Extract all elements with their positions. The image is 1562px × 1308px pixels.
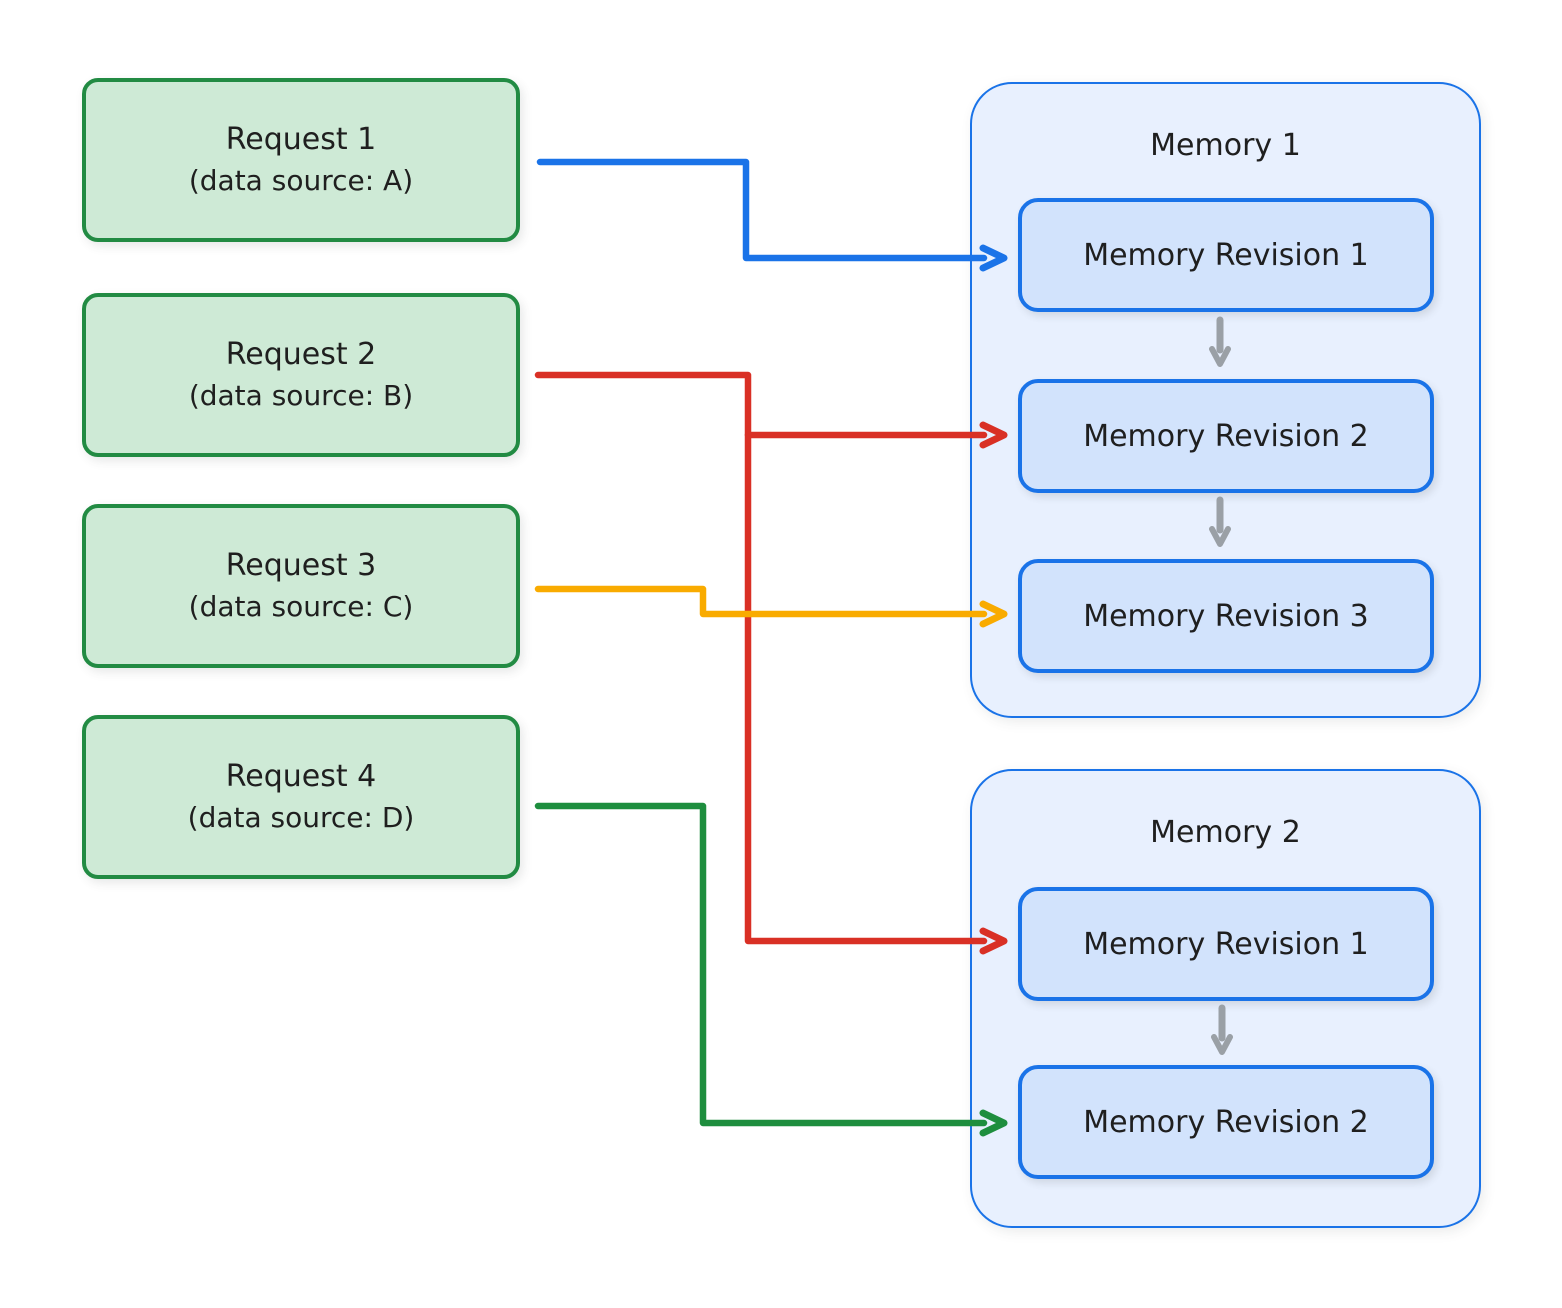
request-2-subtitle: (data source: B) <box>188 379 414 413</box>
request-2-title: Request 2 <box>225 337 377 373</box>
request-3-title: Request 3 <box>225 548 377 584</box>
memory-1-title: Memory 1 <box>1150 128 1301 163</box>
request-3-box: Request 3 (data source: C) <box>82 504 520 668</box>
request-1-subtitle: (data source: A) <box>188 164 414 198</box>
connector-request1-to-memory1-rev1 <box>536 158 1008 272</box>
memory-2-revision-2: Memory Revision 2 <box>1018 1065 1434 1179</box>
memory-2-title: Memory 2 <box>1150 815 1301 850</box>
request-3-subtitle: (data source: C) <box>188 590 414 624</box>
connector-request2-to-memory2-rev1 <box>534 371 1008 955</box>
connector-request3-to-memory1-rev3 <box>534 585 1008 628</box>
request-4-subtitle: (data source: D) <box>187 801 415 835</box>
connector-request4-to-memory2-rev2 <box>534 802 1008 1137</box>
request-1-box: Request 1 (data source: A) <box>82 78 520 242</box>
memory-2-container: Memory 2 Memory Revision 1 Memory Revisi… <box>970 769 1481 1228</box>
memory-2-revision-1: Memory Revision 1 <box>1018 887 1434 1001</box>
memory-1-revision-2: Memory Revision 2 <box>1018 379 1434 493</box>
request-1-title: Request 1 <box>225 122 377 158</box>
memory-1-revision-3: Memory Revision 3 <box>1018 559 1434 673</box>
memory-1-container: Memory 1 Memory Revision 1 Memory Revisi… <box>970 82 1481 718</box>
memory-1-revision-1: Memory Revision 1 <box>1018 198 1434 312</box>
request-2-box: Request 2 (data source: B) <box>82 293 520 457</box>
request-4-box: Request 4 (data source: D) <box>82 715 520 879</box>
request-4-title: Request 4 <box>225 759 377 795</box>
